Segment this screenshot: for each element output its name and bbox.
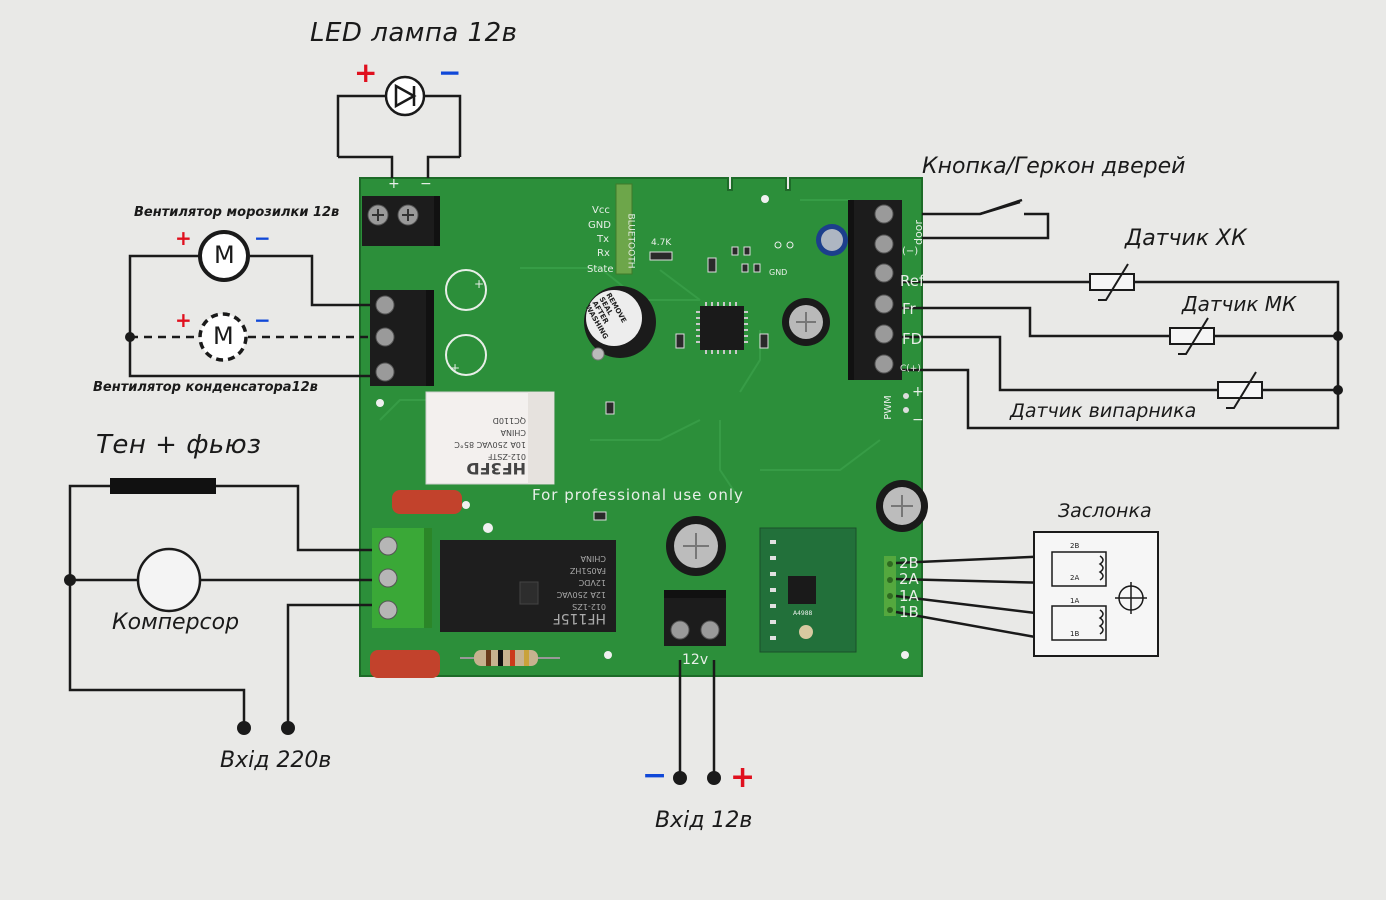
freezer-motor-letter: M bbox=[214, 241, 235, 269]
stepper-header bbox=[884, 556, 896, 616]
terminal-fans bbox=[370, 290, 434, 386]
pcb-stepper-1a: 1A bbox=[899, 587, 919, 605]
coil-label-1b: 1B bbox=[1070, 630, 1080, 638]
pcb-pwm-plus: + bbox=[912, 384, 924, 400]
freezer-plus-sign: + bbox=[175, 226, 192, 250]
condenser-plus-sign: + bbox=[175, 308, 192, 332]
freezer-fan-motor-symbol bbox=[198, 230, 250, 282]
pcb-pwm-minus: − bbox=[912, 412, 924, 428]
sensor-evap-label: Датчик випарника bbox=[1010, 400, 1197, 422]
relay-small-text: HF3FD 012-ZSTF 10A 250VAC 85°C CHINA QC1… bbox=[454, 416, 526, 478]
pcb-bt-pin-rx: Rx bbox=[597, 248, 610, 259]
capacitor bbox=[666, 516, 726, 576]
damper-stepper-motor-symbol bbox=[1033, 531, 1159, 657]
thermistor-xk-symbol bbox=[1089, 263, 1135, 301]
pcb-stepper-2a: 2A bbox=[899, 570, 919, 588]
bluetooth-header bbox=[615, 183, 633, 275]
pcb-gnd-label: GND bbox=[769, 268, 788, 277]
pcb-board: + + bbox=[359, 177, 928, 678]
door-switch-symbol bbox=[979, 198, 1023, 216]
film-capacitor bbox=[370, 650, 440, 678]
led-diode-symbol bbox=[384, 75, 426, 117]
heater-symbol bbox=[110, 478, 216, 494]
coil-label-2b: 2B bbox=[1070, 542, 1080, 550]
pcb-terminal-minus: (−) bbox=[902, 246, 919, 257]
pcb-bt-pin-gnd: GND bbox=[588, 220, 611, 231]
pcb-bt-pin-tx: Tx bbox=[597, 234, 610, 245]
input12-minus-sign: − bbox=[642, 758, 668, 793]
terminal-12v bbox=[664, 590, 726, 646]
stepper-driver-module bbox=[759, 527, 857, 653]
pcb-stepper-1b: 1B bbox=[899, 603, 919, 621]
pcb-terminal-ref: Ref bbox=[900, 272, 925, 290]
terminal-sensors bbox=[848, 200, 902, 380]
coil-label-2a: 2A bbox=[1070, 574, 1080, 582]
door-button-label: Кнопка/Геркон дверей bbox=[922, 154, 1186, 179]
condenser-fan-label: Вентилятор конденсатора12в bbox=[93, 380, 318, 395]
sensor-mk-label: Датчик МК bbox=[1182, 292, 1297, 316]
terminal-led bbox=[362, 196, 440, 246]
pcb-12v-label: 12v bbox=[682, 652, 709, 668]
pcb-terminal-c: C(+) bbox=[900, 364, 921, 374]
thermistor-mk-symbol bbox=[1169, 317, 1215, 355]
compressor-symbol bbox=[136, 547, 202, 613]
terminal-mains bbox=[372, 528, 432, 628]
pcb-driver-label: A4988 bbox=[793, 610, 813, 617]
condenser-minus-sign: − bbox=[254, 308, 271, 332]
pcb-text-professional: For professional use only bbox=[532, 486, 744, 504]
film-capacitor bbox=[392, 490, 462, 514]
capacitor bbox=[782, 298, 830, 346]
coil-label-1a: 1A bbox=[1070, 597, 1080, 605]
microcontroller-chip bbox=[696, 302, 748, 354]
condenser-motor-letter: M bbox=[213, 322, 234, 350]
heater-fuse-label: Тен + фьюз bbox=[96, 430, 262, 460]
svg-text:+: + bbox=[450, 361, 460, 375]
damper-label: Заслонка bbox=[1058, 500, 1152, 522]
led-minus-sign: − bbox=[438, 56, 462, 89]
led-plus-sign: + bbox=[354, 56, 378, 89]
pcb-led-minus: − bbox=[420, 176, 432, 192]
pcb-terminal-fd: FD bbox=[902, 330, 923, 348]
capacitor bbox=[876, 480, 928, 532]
buzzer bbox=[584, 286, 656, 361]
led-lamp-label: LED лампа 12в bbox=[310, 18, 518, 48]
input-12-label: Вхід 12в bbox=[655, 808, 753, 833]
relay-large bbox=[440, 540, 616, 632]
pcb-bt-pin-vcc: Vcc bbox=[592, 205, 610, 216]
pcb-pwm-label: PWM bbox=[882, 395, 894, 420]
condenser-fan-motor-symbol bbox=[198, 312, 248, 362]
pcb-terminal-fr: Fr bbox=[902, 300, 916, 318]
junctions bbox=[64, 331, 1343, 785]
pcb-resistor-value: 4.7K bbox=[651, 238, 672, 248]
freezer-minus-sign: − bbox=[254, 226, 271, 250]
pcb-stepper-2b: 2B bbox=[899, 554, 919, 572]
pcb-led-plus: + bbox=[388, 176, 400, 192]
pcb-text-bluetooth: BLUETOOTH bbox=[625, 213, 636, 269]
pcb-bt-pin-state: State bbox=[587, 264, 614, 275]
pcb-terminal-door: door bbox=[911, 220, 925, 245]
relay-large-text: HF115F 012-1ZS 12A 250VAC 12VDC FA051HZ … bbox=[552, 554, 606, 626]
input12-plus-sign: + bbox=[730, 760, 756, 795]
compressor-label: Комперсор bbox=[112, 610, 240, 635]
capacitor-small bbox=[816, 224, 848, 256]
relay-small bbox=[425, 391, 555, 485]
sensor-xk-label: Датчик ХК bbox=[1125, 226, 1247, 251]
svg-text:+: + bbox=[474, 277, 484, 291]
thermistor-evap-symbol bbox=[1217, 371, 1263, 409]
freezer-fan-label: Вентилятор морозилки 12в bbox=[134, 205, 340, 220]
input-220-label: Вхід 220в bbox=[220, 748, 332, 773]
resistor bbox=[460, 650, 560, 666]
